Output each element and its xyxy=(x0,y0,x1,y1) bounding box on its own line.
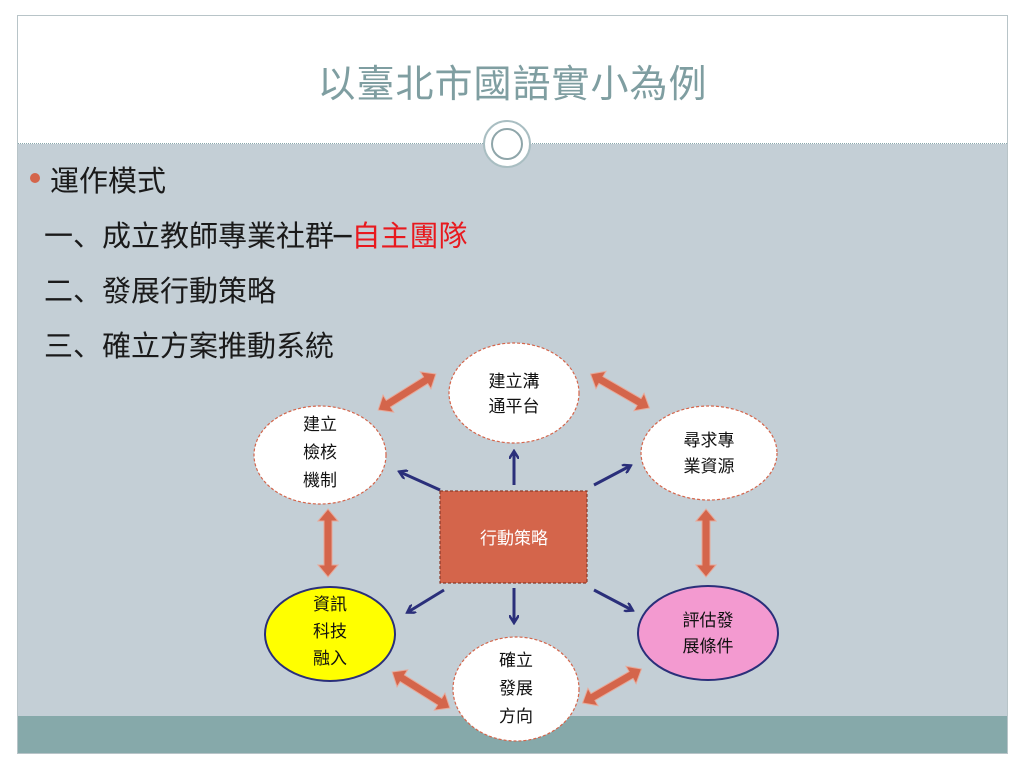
node-bottom: 確立 發展 方向 xyxy=(452,636,580,742)
node-top-line-1: 建立溝 xyxy=(489,372,540,392)
pointer-arrow-rightbottom xyxy=(593,588,632,610)
double-arrow-lefttop-leftbottom xyxy=(316,508,340,578)
node-right-top-line-1: 尋求專 xyxy=(684,431,735,451)
pointer-arrow-leftbottom xyxy=(408,588,445,612)
slide: 以臺北市國語實小為例 xyxy=(17,15,1008,754)
node-bottom-line-2: 發展 xyxy=(499,679,533,699)
node-left-top-line-2: 檢核 xyxy=(303,443,337,463)
node-right-bottom: 評估發 展條件 xyxy=(637,585,779,681)
node-bottom-line-1: 確立 xyxy=(499,651,533,671)
node-right-bottom-line-1: 評估發 xyxy=(683,611,734,631)
line-1: 一、成立教師專業社群─自主團隊 xyxy=(44,213,467,255)
line-1-prefix: 一、成立教師專業社群─ xyxy=(44,219,352,253)
node-left-bottom-line-3: 融入 xyxy=(313,649,347,669)
node-right-top-line-2: 業資源 xyxy=(684,457,735,477)
center-box: 行動策略 xyxy=(439,490,588,584)
double-arrow-righttop-rightbottom xyxy=(694,508,718,578)
bullet-text: 運作模式 xyxy=(50,164,167,198)
node-left-top-line-3: 機制 xyxy=(303,471,337,491)
node-top: 建立溝 通平台 xyxy=(448,342,580,444)
node-left-top-line-1: 建立 xyxy=(303,415,337,435)
line-2: 二、發展行動策略 xyxy=(44,274,277,308)
node-top-line-2: 通平台 xyxy=(489,397,540,417)
node-right-top: 尋求專 業資源 xyxy=(640,405,778,501)
line-3: 三、確立方案推動系統 xyxy=(44,329,335,363)
node-bottom-line-3: 方向 xyxy=(499,707,533,727)
divider-circle-icon xyxy=(483,120,531,168)
line-1-highlight: 自主團隊 xyxy=(351,219,468,253)
node-right-bottom-line-2: 展條件 xyxy=(683,637,734,657)
slide-title: 以臺北市國語實小為例 xyxy=(317,62,708,106)
pointer-arrow-lefttop xyxy=(400,472,441,492)
center-label: 行動策略 xyxy=(480,529,548,549)
double-arrow-leftbottom-bottom xyxy=(391,669,451,711)
double-arrow-bottom-rightbottom xyxy=(581,665,643,707)
node-left-bottom-line-2: 科技 xyxy=(313,622,347,642)
pointer-arrow-righttop xyxy=(593,466,630,487)
node-left-top: 建立 檢核 機制 xyxy=(253,405,387,505)
double-arrow-top-lefttop xyxy=(377,371,437,413)
divider-circle-inner xyxy=(491,128,523,160)
bullet-dot-icon xyxy=(30,173,40,183)
double-arrow-top-righttop xyxy=(589,370,651,412)
node-left-bottom-line-1: 資訊 xyxy=(313,595,347,615)
node-left-bottom: 資訊 科技 融入 xyxy=(264,586,396,682)
